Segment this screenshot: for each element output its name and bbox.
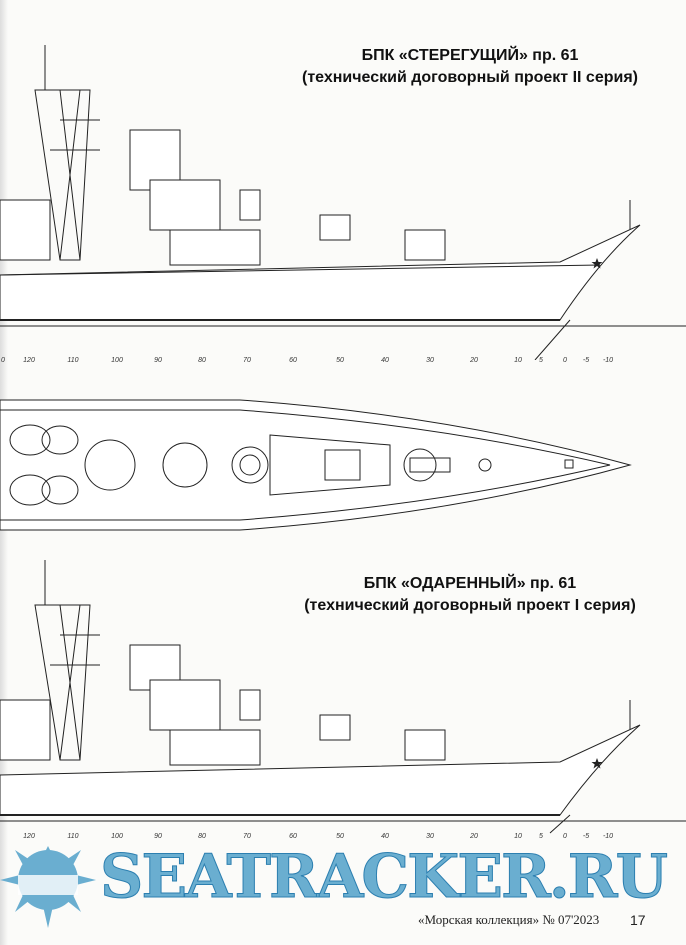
- scale-tick-label: -5: [582, 833, 590, 840]
- ship-title-1: БПК «СТЕРЕГУЩИЙ» пр. 61 (технический дого…: [250, 45, 686, 89]
- scale-tick-label: 90: [154, 833, 162, 840]
- scale-tick-label: 50: [336, 833, 344, 840]
- scale-tick-label: 100: [111, 357, 123, 364]
- title-text: БПК «СТЕРЕГУЩИЙ» пр. 61: [361, 47, 579, 64]
- scale-tick-label: 110: [67, 357, 79, 364]
- scale-tick-label: 10: [514, 357, 522, 364]
- star-emblem-icon: [591, 758, 603, 769]
- scale-tick-label: 60: [289, 357, 297, 364]
- ship-profile-2: [0, 560, 686, 834]
- ship-plan-view: [0, 399, 632, 531]
- scale-tick-label: 50: [336, 357, 344, 364]
- watermark-text: SEATRACKER.RU: [100, 842, 669, 912]
- scale-tick-label: 40: [381, 833, 389, 840]
- scale-tick-label: 5: [539, 833, 543, 840]
- scale-tick-label: 30: [426, 357, 434, 364]
- scale-tick-label: -10: [602, 833, 614, 840]
- scale-tick-label: 70: [243, 833, 251, 840]
- scale-tick-label: 110: [67, 833, 79, 840]
- scale-tick-label: 5: [539, 357, 543, 364]
- ship-profile-1: [0, 45, 686, 360]
- scale-tick-label: 40: [381, 357, 389, 364]
- scale-tick-label: 20: [470, 833, 478, 840]
- scale-ruler-1: 0 120 110 100 90 80 70 60 50 40 30 20 10…: [0, 356, 686, 370]
- subtitle-text: (технический договорный проект II серия): [302, 69, 638, 86]
- ship-title-2: БПК «ОДАРЕННЫЙ» пр. 61 (технический догов…: [250, 573, 686, 617]
- scale-tick-label: -5: [582, 357, 590, 364]
- scale-tick-label: 120: [23, 833, 35, 840]
- scale-tick-label: 30: [426, 833, 434, 840]
- scale-tick-label: 60: [289, 833, 297, 840]
- scale-tick-label: 10: [514, 833, 522, 840]
- scale-tick-label: 90: [154, 357, 162, 364]
- scale-tick-label: 80: [198, 833, 206, 840]
- subtitle-text: (технический договорный проект I серия): [304, 597, 636, 614]
- scale-tick-label: 120: [23, 357, 35, 364]
- scale-tick-label: 0: [1, 357, 5, 364]
- title-text: БПК «ОДАРЕННЫЙ» пр. 61: [363, 575, 577, 592]
- scale-tick-label: 20: [470, 357, 478, 364]
- scale-tick-label: 80: [198, 357, 206, 364]
- scale-ruler-2: 120 110 100 90 80 70 60 50 40 30 20 10 5…: [0, 832, 686, 846]
- scale-tick-label: -10: [602, 357, 614, 364]
- scale-tick-label: 0: [563, 833, 567, 840]
- magazine-footer: «Морская коллекция» № 07'2023: [418, 912, 600, 927]
- scale-tick-label: 0: [563, 357, 567, 364]
- scale-tick-label: 70: [243, 357, 251, 364]
- star-emblem-icon: [591, 258, 603, 269]
- scale-tick-label: 100: [111, 833, 123, 840]
- seatracker-sun-logo: [0, 846, 96, 928]
- page-number: 17: [630, 912, 646, 928]
